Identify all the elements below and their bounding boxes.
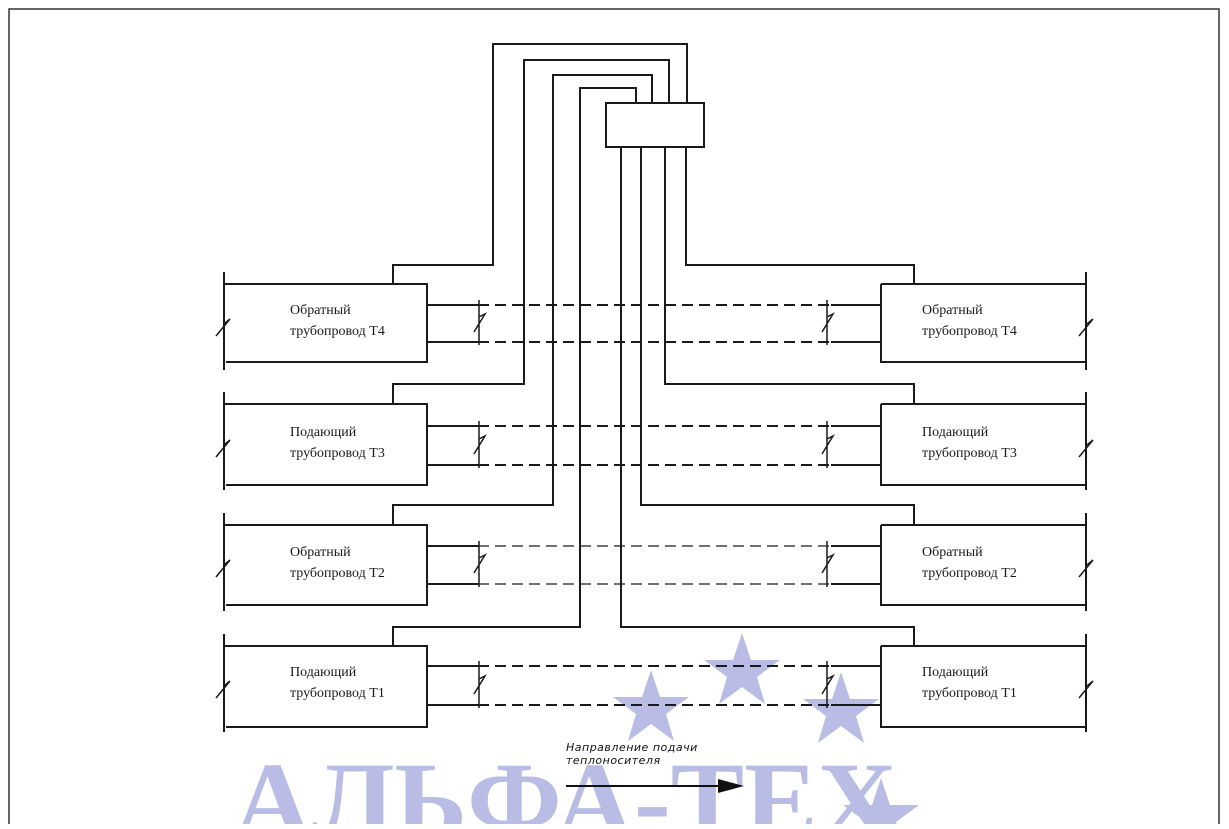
pipe-break-icon xyxy=(215,318,231,337)
pipe-break-icon xyxy=(1078,559,1094,578)
flow-arrow-icon xyxy=(718,779,744,793)
watermark-star-icon xyxy=(704,633,780,704)
watermark-star-icon xyxy=(803,672,879,743)
pipe-break-icon xyxy=(473,300,488,345)
sheet-frame xyxy=(8,8,1220,824)
pipe-left-t3 xyxy=(223,392,428,490)
pipe-break-icon xyxy=(821,300,836,345)
pipe-label-right-t2-line1: Обратный xyxy=(922,545,983,560)
cable-t4-right xyxy=(685,147,915,284)
pipe-row-t1: Подающий трубопровод Т1 Подающий трубопр… xyxy=(215,634,1094,732)
flow-direction-line1: Направление подачи xyxy=(566,741,698,754)
pipe-row-t2: Обратный трубопровод Т2 Обратный трубопр… xyxy=(215,513,1094,611)
watermark-text: АЛЬФА-ТЕХ xyxy=(233,740,897,824)
pipe-label-left-t4-line1: Обратный xyxy=(290,303,351,318)
pipe-break-icon xyxy=(821,421,836,468)
pipe-break-icon xyxy=(1078,318,1094,337)
pipe-label-right-t4-line1: Обратный xyxy=(922,303,983,318)
pipe-left-t1 xyxy=(223,634,428,732)
pipe-break-icon xyxy=(1078,439,1094,458)
pipe-row-t4: Обратный трубопровод Т4 Обратный трубопр… xyxy=(215,272,1094,370)
pipe-label-left-t2-line1: Обратный xyxy=(290,545,351,560)
cable-t3-right xyxy=(664,147,915,404)
flow-direction-line2: теплоносителя xyxy=(566,754,661,767)
pipe-right-t2 xyxy=(880,513,1087,611)
pipe-label-left-t2-line2: трубопровод Т2 xyxy=(290,566,385,581)
watermark: АЛЬФА-ТЕХ xyxy=(233,633,919,829)
pipe-row-t3: Подающий трубопровод Т3 Подающий трубопр… xyxy=(215,392,1094,490)
pipe-break-icon xyxy=(473,541,488,587)
pipe-right-t4 xyxy=(880,272,1087,370)
pipe-break-icon xyxy=(821,661,836,708)
pipe-break-icon xyxy=(473,421,488,468)
pipe-break-icon xyxy=(473,661,488,708)
cable-t1-right xyxy=(620,147,915,646)
pipe-break-icon xyxy=(215,439,231,458)
pipe-label-left-t1-line2: трубопровод Т1 xyxy=(290,686,385,701)
cable-t2-left xyxy=(392,74,653,525)
pipe-label-right-t3-line2: трубопровод Т3 xyxy=(922,446,1017,461)
pipe-label-right-t3-line1: Подающий xyxy=(922,425,989,440)
pipe-break-icon xyxy=(215,680,231,699)
pipe-label-right-t1-line2: трубопровод Т1 xyxy=(922,686,1017,701)
pipe-break-icon xyxy=(1078,680,1094,699)
cable-t3-left xyxy=(392,59,670,404)
pipe-label-left-t3-line1: Подающий xyxy=(290,425,357,440)
flow-direction: Направление подачи теплоносителя xyxy=(566,741,744,793)
pipe-left-t2 xyxy=(223,513,428,611)
signal-cables xyxy=(392,43,915,646)
pipe-label-right-t4-line2: трубопровод Т4 xyxy=(922,324,1017,339)
pipe-label-right-t1-line1: Подающий xyxy=(922,665,989,680)
watermark-star-icon xyxy=(843,778,919,829)
pipe-right-t3 xyxy=(880,392,1087,490)
pipe-label-left-t4-line2: трубопровод Т4 xyxy=(290,324,385,339)
pipe-left-t4 xyxy=(223,272,428,370)
pipe-label-left-t3-line2: трубопровод Т3 xyxy=(290,446,385,461)
pipe-label-right-t2-line2: трубопровод Т2 xyxy=(922,566,1017,581)
pipe-right-t1 xyxy=(880,634,1087,732)
cable-t2-right xyxy=(640,147,915,525)
pipe-break-icon xyxy=(215,559,231,578)
control-unit-box xyxy=(605,102,705,148)
pipe-label-left-t1-line1: Подающий xyxy=(290,665,357,680)
pipe-break-icon xyxy=(821,541,836,587)
cable-t4-left xyxy=(392,43,688,284)
cable-t1-left xyxy=(392,87,637,646)
